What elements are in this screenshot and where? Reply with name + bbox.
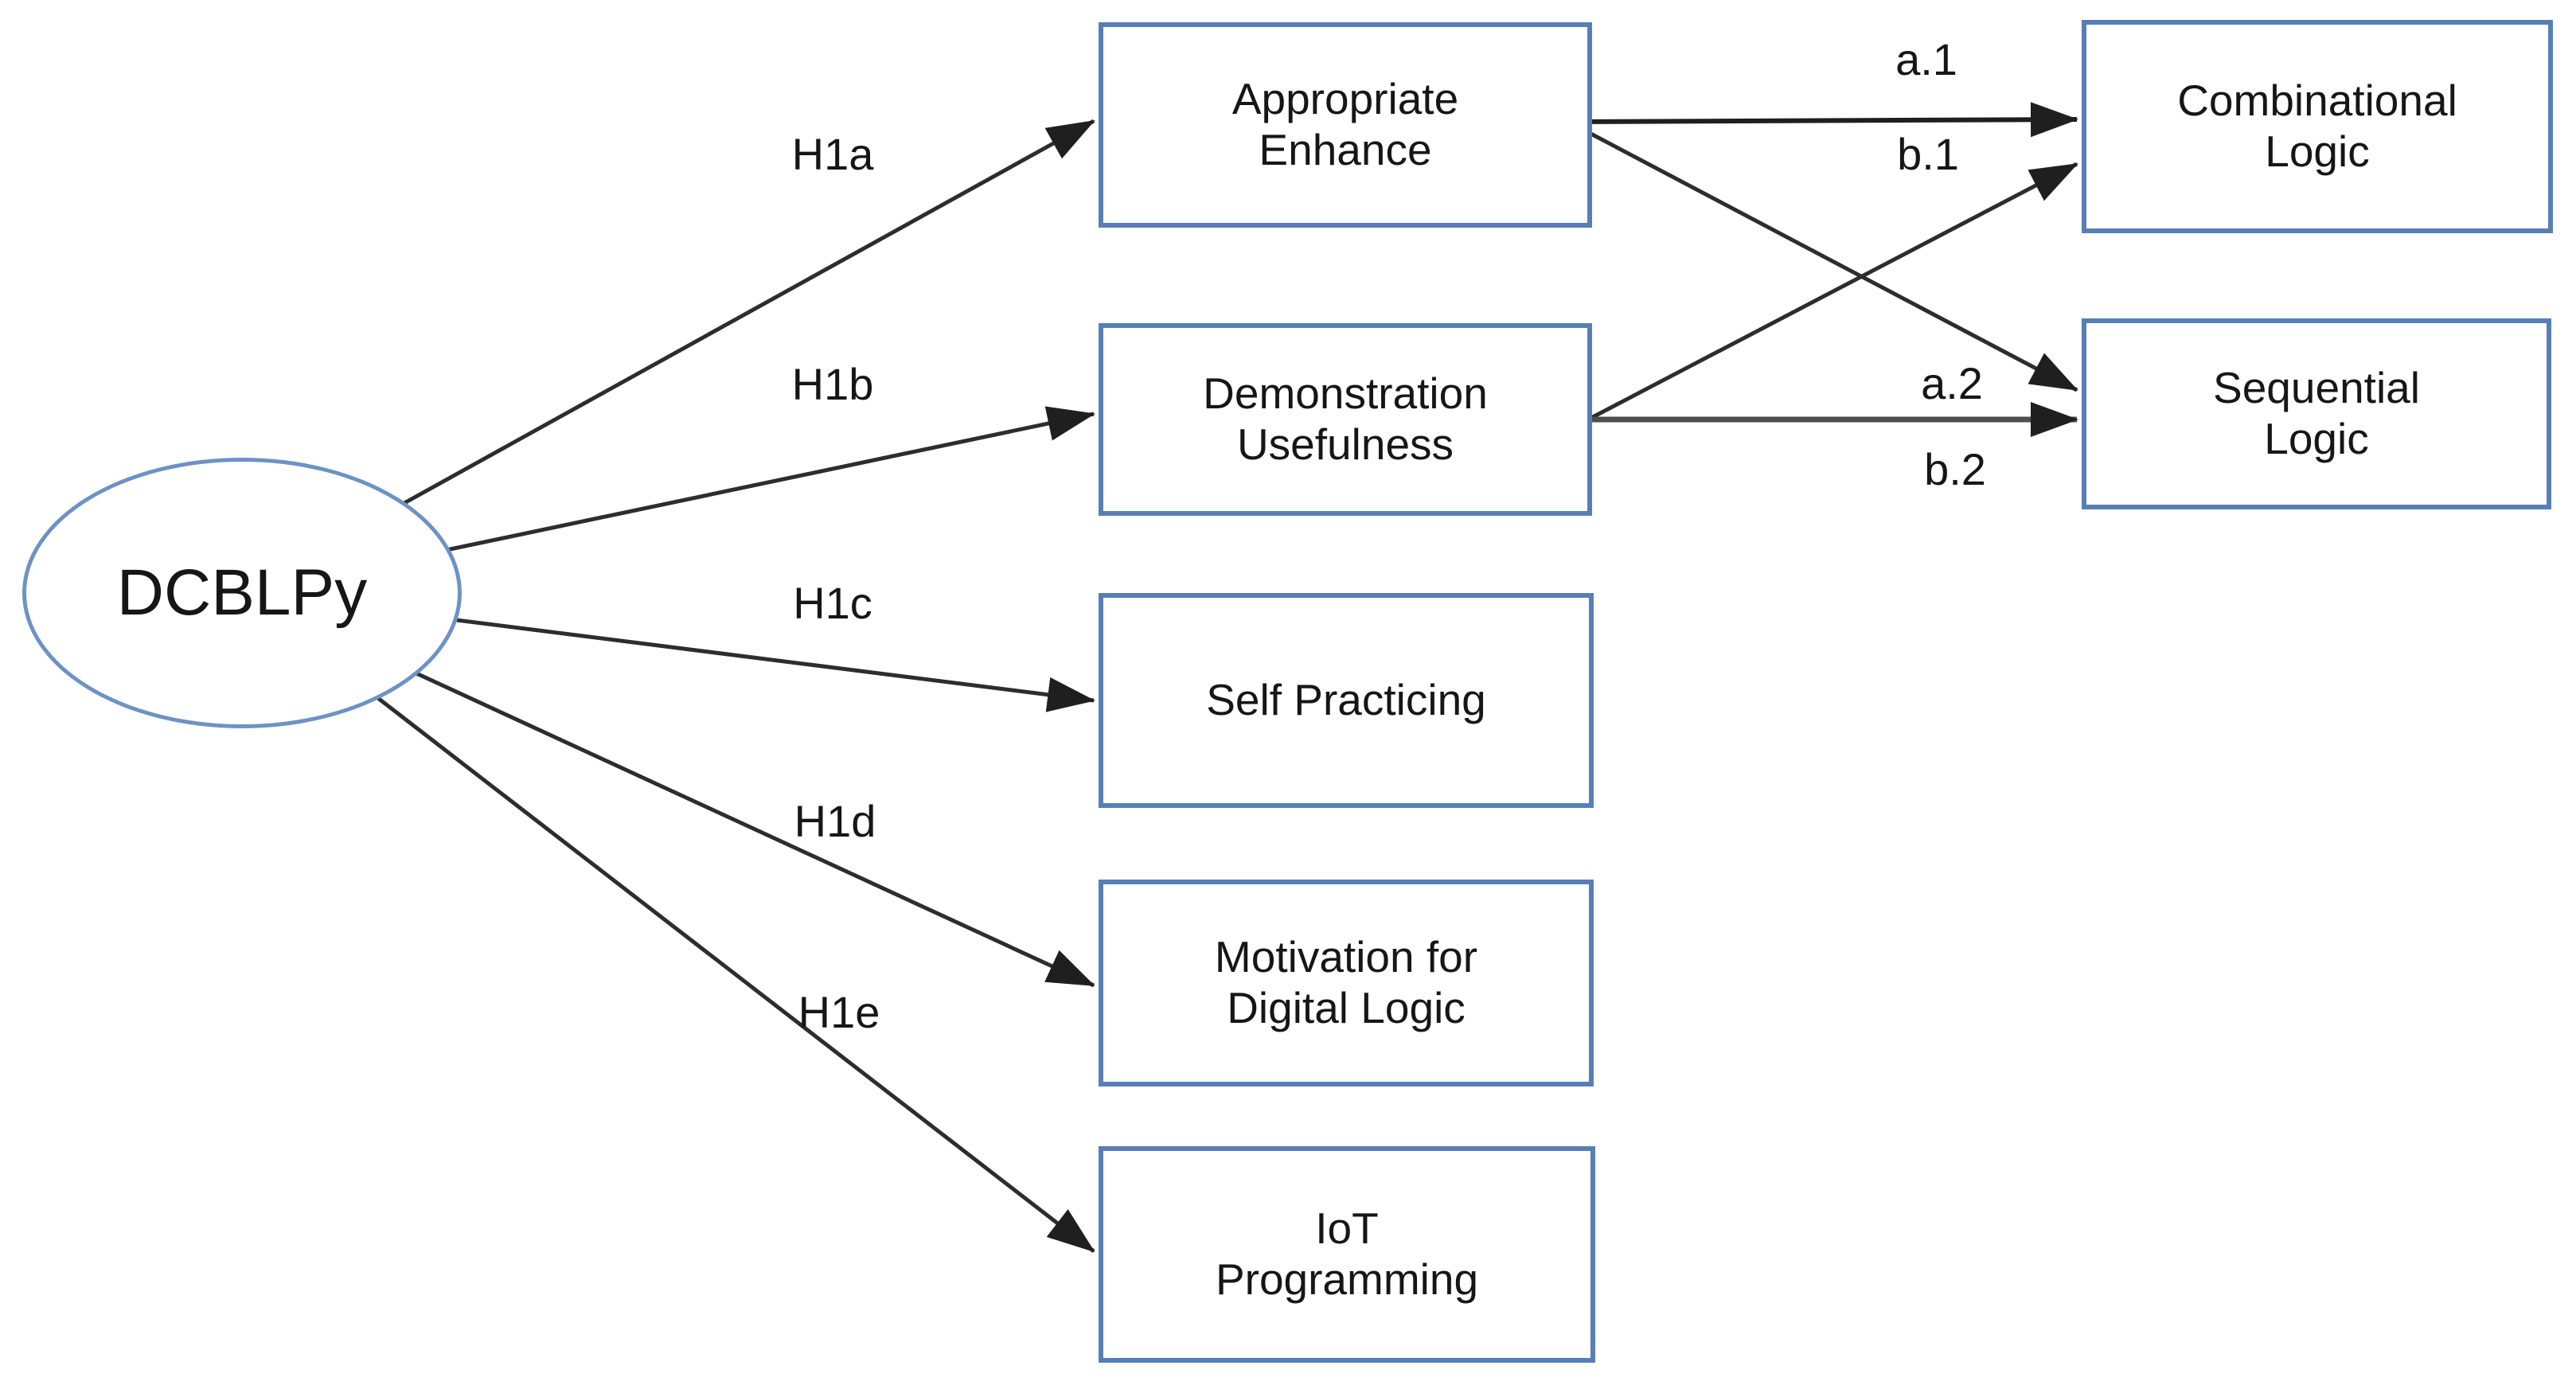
edge-label-h1a: H1a xyxy=(791,129,874,179)
edge-label-h1e: H1e xyxy=(798,987,880,1037)
edge-label-h1b: H1b xyxy=(791,359,874,409)
arrow-a2 xyxy=(1567,119,2078,392)
edge-label-h1d: H1d xyxy=(794,796,876,846)
node-dcblpy: DCBLPy xyxy=(22,458,462,728)
node-sequential-logic-label: Sequential Logic xyxy=(2213,363,2420,463)
node-iot-programming: IoT Programming xyxy=(1099,1146,1595,1363)
node-combinational-logic: Combinational Logic xyxy=(2082,20,2553,233)
node-motivation-digital-logic: Motivation for Digital Logic xyxy=(1099,880,1594,1087)
node-sequential-logic: Sequential Logic xyxy=(2082,318,2551,509)
node-demonstration-usefulness-label: Demonstration Usefulness xyxy=(1203,369,1488,469)
edge-label-h1c: H1c xyxy=(793,578,872,628)
node-appropriate-enhance-label: Appropriate Enhance xyxy=(1231,74,1459,174)
edge-label-a1: a.1 xyxy=(1895,34,1957,84)
node-self-practicing: Self Practicing xyxy=(1099,593,1594,808)
arrow-b1 xyxy=(1587,162,2078,422)
node-demonstration-usefulness: Demonstration Usefulness xyxy=(1099,323,1592,516)
arrow-h1e xyxy=(240,591,1095,1253)
edge-label-b1: b.1 xyxy=(1897,129,1959,179)
node-appropriate-enhance: Appropriate Enhance xyxy=(1099,22,1592,228)
node-combinational-logic-label: Combinational Logic xyxy=(2177,76,2457,176)
node-dcblpy-label: DCBLPy xyxy=(116,556,368,630)
node-iot-programming-label: IoT Programming xyxy=(1215,1204,1479,1304)
node-self-practicing-label: Self Practicing xyxy=(1206,675,1486,725)
node-motivation-digital-logic-label: Motivation for Digital Logic xyxy=(1214,932,1478,1032)
edge-label-a2: a.2 xyxy=(1921,358,1983,408)
arrow-a1 xyxy=(1567,102,2078,138)
edge-label-b2: b.2 xyxy=(1924,444,1986,494)
